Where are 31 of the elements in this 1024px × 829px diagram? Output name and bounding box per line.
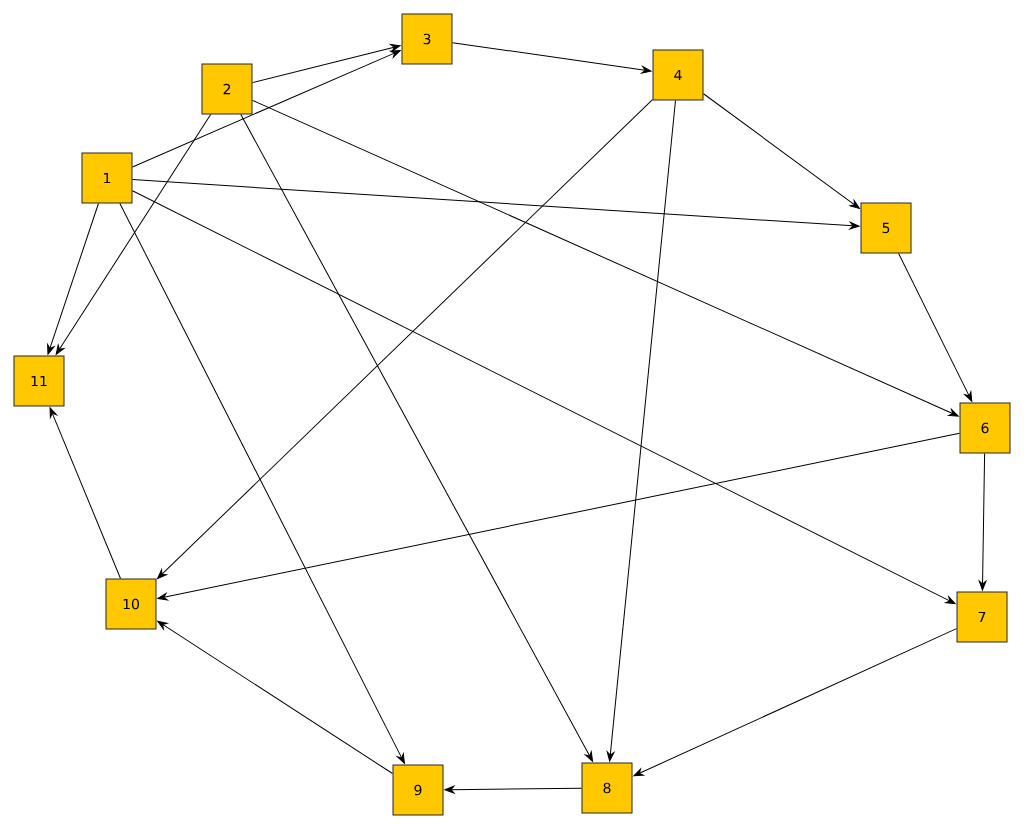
arrow	[898, 253, 973, 402]
arrow	[119, 203, 405, 764]
arrow	[47, 203, 99, 355]
node-box: 2	[201, 63, 253, 115]
arrow	[240, 114, 594, 762]
arrow	[606, 100, 676, 762]
arrow	[252, 99, 959, 417]
arrow	[633, 628, 957, 777]
node-box: 7	[956, 591, 1008, 643]
arrow	[703, 93, 860, 209]
arrow	[132, 190, 956, 605]
node-box: 3	[401, 13, 453, 65]
node-box: 1	[81, 152, 133, 204]
arrow	[444, 785, 582, 794]
arrow	[157, 432, 960, 601]
arrow	[252, 44, 401, 84]
node-box: 11	[13, 355, 65, 407]
node-box: 9	[392, 764, 444, 816]
arrow	[157, 99, 653, 579]
node-box: 5	[860, 202, 912, 254]
node-box: 6	[959, 402, 1011, 454]
arrow	[978, 453, 987, 591]
arrow	[452, 42, 652, 74]
arrow	[49, 407, 121, 579]
arrow	[55, 114, 212, 355]
arrow	[132, 50, 401, 168]
arrow	[132, 179, 860, 230]
node-box: 10	[105, 578, 157, 630]
arrow	[157, 620, 393, 774]
node-box: 4	[652, 49, 704, 101]
node-box: 8	[581, 762, 633, 814]
